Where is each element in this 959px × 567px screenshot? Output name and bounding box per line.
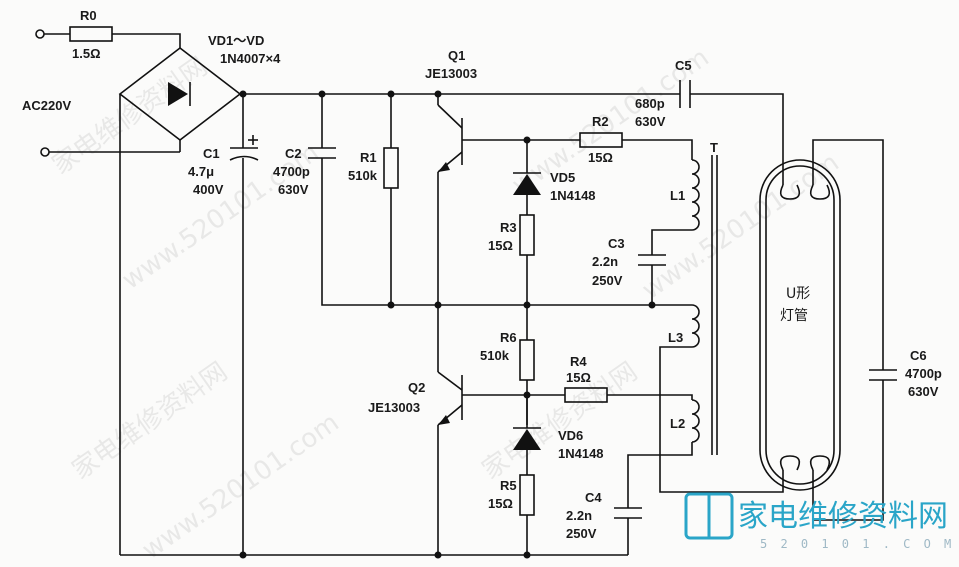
label-vd6: VD6 xyxy=(558,428,583,443)
capacitor-c6 xyxy=(869,369,897,381)
logo-subtext: 5 2 0 1 0 1 . C O M xyxy=(760,537,954,551)
label-t: T xyxy=(710,140,718,155)
label-c6: C6 xyxy=(910,348,927,363)
label-c2-value: 4700p xyxy=(273,164,310,179)
resistor-r2 xyxy=(579,132,693,160)
watermark-text: 家电维修资料网 xyxy=(67,357,233,486)
label-c5: C5 xyxy=(675,58,692,73)
top-bus xyxy=(640,80,784,185)
site-logo: 家电维修资料网 5 2 0 1 0 1 . C O M xyxy=(684,492,954,551)
label-c6-value: 4700p xyxy=(905,366,942,381)
label-c2-voltage: 630V xyxy=(278,182,309,197)
label-c4: C4 xyxy=(585,490,602,505)
label-r1-value: 510k xyxy=(348,168,378,183)
label-bridge: VD1～VD xyxy=(208,33,264,48)
inductor-l3 xyxy=(659,304,784,493)
label-r4-value: 15Ω xyxy=(566,370,591,385)
logo-text: 家电维修资料网 xyxy=(738,499,948,534)
label-r6: R6 xyxy=(500,330,517,345)
label-c3-voltage: 250V xyxy=(592,273,623,288)
label-r5: R5 xyxy=(500,478,517,493)
u-tube-lamp xyxy=(759,139,884,521)
junction-dots xyxy=(239,90,656,559)
label-bridge-type: 1N4007×4 xyxy=(220,51,281,66)
label-r1: R1 xyxy=(360,150,377,165)
watermark-text: 家电维修资料网 xyxy=(47,52,213,181)
inductor-l1 xyxy=(651,159,700,255)
resistor-r5 xyxy=(519,474,535,555)
label-tube-line2: 灯管 xyxy=(780,308,808,324)
label-r6-value: 510k xyxy=(480,348,510,363)
ac-input xyxy=(35,29,180,157)
label-q2: Q2 xyxy=(408,380,425,395)
label-r0-value: 1.5Ω xyxy=(72,46,101,61)
label-c5-value: 680p xyxy=(635,96,665,111)
inductor-l2 xyxy=(627,399,700,508)
label-vd5-type: 1N4148 xyxy=(550,188,596,203)
diode-vd5 xyxy=(513,140,541,215)
label-r3-value: 15Ω xyxy=(488,238,513,253)
label-l2: L2 xyxy=(670,416,685,431)
label-c1-value: 4.7μ xyxy=(188,164,214,179)
label-c3-value: 2.2n xyxy=(592,254,618,269)
transformer-core xyxy=(711,155,718,455)
label-ac: AC220V xyxy=(22,98,71,113)
label-r0: R0 xyxy=(80,8,97,23)
bridge-rectifier xyxy=(118,46,640,555)
label-l1: L1 xyxy=(670,188,685,203)
label-c6-voltage: 630V xyxy=(908,384,939,399)
label-r2-value: 15Ω xyxy=(588,150,613,165)
label-q1: Q1 xyxy=(448,48,465,63)
transistor-q2 xyxy=(437,371,565,555)
label-l3: L3 xyxy=(668,330,683,345)
label-c4-voltage: 250V xyxy=(566,526,597,541)
label-c4-value: 2.2n xyxy=(566,508,592,523)
label-tube-line1: U形 xyxy=(786,286,810,302)
component-labels: R0 1.5Ω AC220V VD1～VD 1N4007×4 C1 4.7μ 4… xyxy=(22,8,942,541)
label-q2-type: JE13003 xyxy=(368,400,420,415)
midpoint-bus xyxy=(437,304,692,372)
label-c3: C3 xyxy=(608,236,625,251)
resistor-r0 xyxy=(69,26,181,48)
label-q1-type: JE13003 xyxy=(425,66,477,81)
label-c1: C1 xyxy=(203,146,220,161)
label-r3: R3 xyxy=(500,220,517,235)
capacitor-c1 xyxy=(229,94,259,555)
label-vd5: VD5 xyxy=(550,170,575,185)
label-c5-voltage: 630V xyxy=(635,114,666,129)
resistor-r4 xyxy=(564,387,693,403)
resistor-r1 xyxy=(383,94,399,305)
capacitor-c3 xyxy=(638,254,666,305)
diode-vd6 xyxy=(513,395,541,475)
watermark-text: 家电维修资料网 xyxy=(477,357,643,486)
label-vd6-type: 1N4148 xyxy=(558,446,604,461)
label-r4: R4 xyxy=(570,354,587,369)
label-c2: C2 xyxy=(285,146,302,161)
capacitor-c2 xyxy=(308,94,438,306)
label-c1-voltage: 400V xyxy=(193,182,224,197)
label-r2: R2 xyxy=(592,114,609,129)
watermark-url: www.520101.com xyxy=(137,408,345,566)
capacitor-c4 xyxy=(614,507,642,555)
resistor-r3 xyxy=(519,214,535,340)
watermark-url: www.520101.com xyxy=(117,138,325,296)
label-r5-value: 15Ω xyxy=(488,496,513,511)
